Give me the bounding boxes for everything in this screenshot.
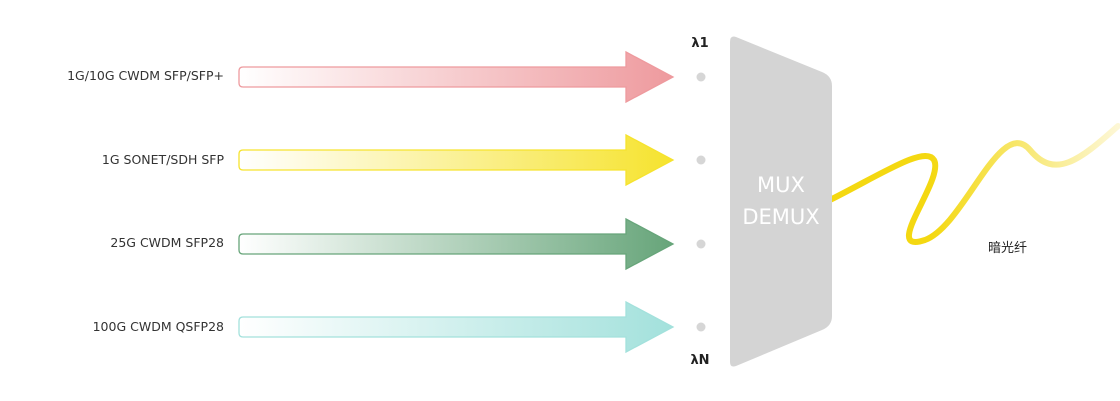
lambda-first-label: λ1 bbox=[691, 36, 708, 51]
lambda-last-label: λN bbox=[690, 353, 709, 368]
arrow-right-icon bbox=[238, 133, 675, 187]
wavelength-dot bbox=[696, 72, 706, 82]
wavelength-dot bbox=[696, 322, 706, 332]
channel-label-1: 1G/10G CWDM SFP/SFP+ bbox=[67, 68, 224, 83]
channel-label-2: 1G SONET/SDH SFP bbox=[102, 152, 225, 167]
fiber-cable bbox=[827, 123, 1120, 245]
mux-demux-block bbox=[730, 36, 832, 367]
arrow-right-icon bbox=[238, 217, 675, 271]
arrow-right-icon bbox=[238, 300, 675, 354]
dark-fiber-label: 暗光纤 bbox=[988, 241, 1027, 256]
channel-label-4: 100G CWDM QSFP28 bbox=[93, 319, 224, 334]
channel-label-3: 25G CWDM SFP28 bbox=[110, 235, 224, 250]
demux-label: DEMUX bbox=[742, 205, 819, 229]
arrow-right-icon bbox=[238, 50, 675, 104]
wavelength-dot bbox=[696, 155, 706, 165]
wavelength-dot bbox=[696, 239, 706, 249]
mux-label: MUX bbox=[757, 173, 805, 197]
